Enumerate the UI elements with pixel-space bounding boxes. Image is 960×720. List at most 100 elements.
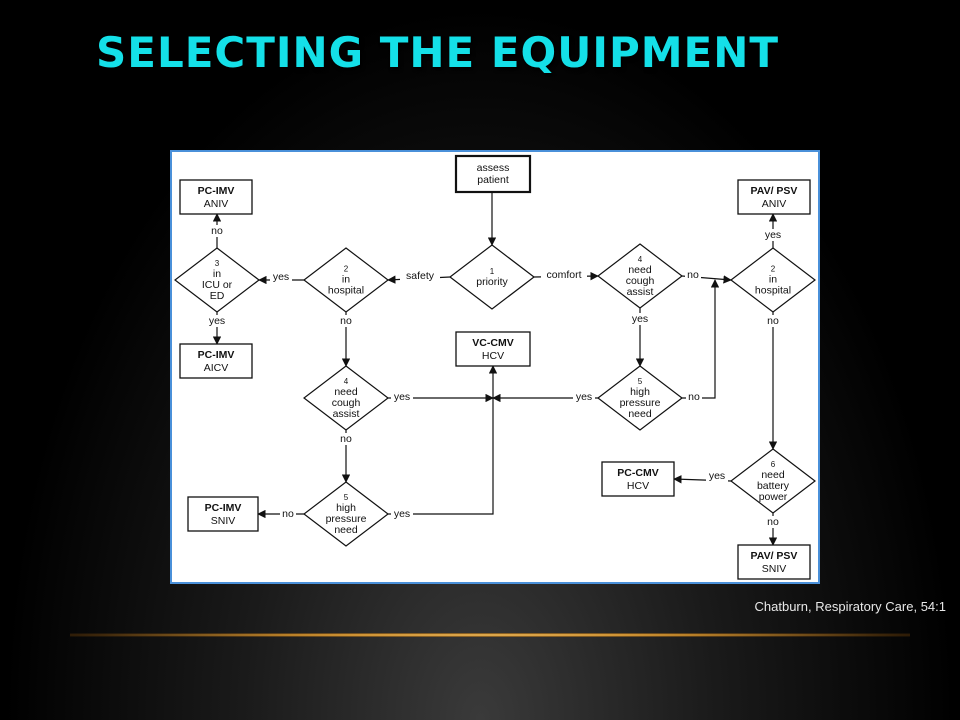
decision-label: need [761, 469, 785, 481]
decision-label: hospital [755, 285, 791, 297]
edge-label-text: no [340, 315, 352, 327]
outcome-mode: PC-CMV [617, 467, 658, 479]
decision-number: 2 [771, 265, 776, 274]
decision-diamond [303, 247, 389, 313]
decision-label: pressure [326, 513, 367, 525]
edge-label-no: no [765, 516, 781, 528]
edge-label-yes: yes [391, 508, 413, 520]
decision-number: 4 [344, 377, 349, 386]
outcome-box [737, 179, 811, 215]
edge-label-text: yes [394, 508, 410, 520]
outcome-mode: PAV/ PSV [751, 185, 798, 197]
outcome-mode: VC-CMV [472, 337, 513, 349]
edge-label-text: yes [576, 391, 592, 403]
decision-label: need [334, 524, 358, 536]
decision-label: battery [757, 480, 790, 492]
decision-diamond [303, 481, 389, 547]
decision-diamond [730, 247, 816, 313]
flowchart-connectors [212, 192, 778, 546]
outcome-mode: PC-IMV [198, 185, 235, 197]
outcome-box [187, 496, 259, 532]
outcome-interface: SNIV [211, 515, 236, 527]
edge-label-yes: yes [270, 271, 292, 283]
flowchart-diagram: safety comfort yes no yes no no yes yes no yes yes n… [174, 154, 816, 580]
edge-label-no: no [280, 508, 296, 520]
slide-title: SELECTING THE EQUIPMENT [96, 28, 780, 77]
edge-label-yes: yes [206, 315, 228, 327]
edge-label-comfort: comfort [541, 269, 587, 281]
decision-label: in [213, 268, 221, 280]
start-box [454, 154, 532, 194]
decision-diamond [597, 243, 683, 309]
outcome-box [455, 331, 531, 367]
edge-label-yes: yes [762, 229, 784, 241]
outcome-interface: HCV [627, 480, 649, 492]
decision-number: 6 [771, 460, 776, 469]
outcome-mode: PC-IMV [205, 502, 242, 514]
decision-label: in [769, 274, 777, 286]
outcome-mode: PC-IMV [198, 349, 235, 361]
decision-label: high [630, 386, 650, 398]
decision-label: need [334, 386, 358, 398]
decision-label: high [336, 502, 356, 514]
decision-label: assist [627, 286, 654, 298]
start-label: assess [477, 162, 510, 174]
edge-label-no: no [209, 225, 225, 237]
edge-label-text: yes [273, 271, 289, 283]
edge-label-text: safety [406, 270, 435, 282]
decision-label: need [628, 408, 652, 420]
outcome-interface: SNIV [762, 563, 787, 575]
decision-number: 2 [344, 265, 349, 274]
edge-label-text: yes [209, 315, 225, 327]
decision-label: need [628, 264, 652, 276]
outcome-box [737, 544, 811, 580]
decorative-glow-line [70, 633, 910, 637]
edge-label-no: no [765, 315, 781, 327]
edge-label-text: yes [709, 470, 725, 482]
edge-label-text: comfort [546, 269, 581, 281]
edge-label-text: no [687, 269, 699, 281]
outcome-interface: ANIV [204, 198, 229, 210]
edge-label-no: no [686, 391, 702, 403]
edge-label-yes: yes [629, 313, 651, 325]
edge-label-text: no [767, 315, 779, 327]
outcome-mode: PAV/ PSV [751, 550, 798, 562]
decision-label: cough [332, 397, 361, 409]
connector-line [388, 365, 498, 515]
decision-number: 5 [638, 377, 643, 386]
outcome-interface: ANIV [762, 198, 787, 210]
decision-diamond [174, 247, 260, 313]
decision-label: ED [210, 290, 225, 302]
decision-number: 1 [490, 267, 495, 276]
edge-label-text: no [688, 391, 700, 403]
decision-label: assist [333, 408, 360, 420]
outcome-box [601, 461, 675, 497]
decision-label: hospital [328, 285, 364, 297]
edge-label-yes: yes [391, 391, 413, 403]
decision-label: priority [476, 276, 508, 288]
decision-diamond [449, 244, 535, 310]
connector-line [682, 279, 720, 399]
edge-label-no: no [338, 315, 354, 327]
edge-label-text: no [340, 433, 352, 445]
edge-label-text: yes [394, 391, 410, 403]
decision-label: in [342, 274, 350, 286]
decision-number: 4 [638, 255, 643, 264]
outcome-interface: AICV [204, 362, 229, 374]
decision-diamond [730, 448, 816, 514]
edge-label-text: no [211, 225, 223, 237]
decision-label: power [759, 491, 788, 503]
